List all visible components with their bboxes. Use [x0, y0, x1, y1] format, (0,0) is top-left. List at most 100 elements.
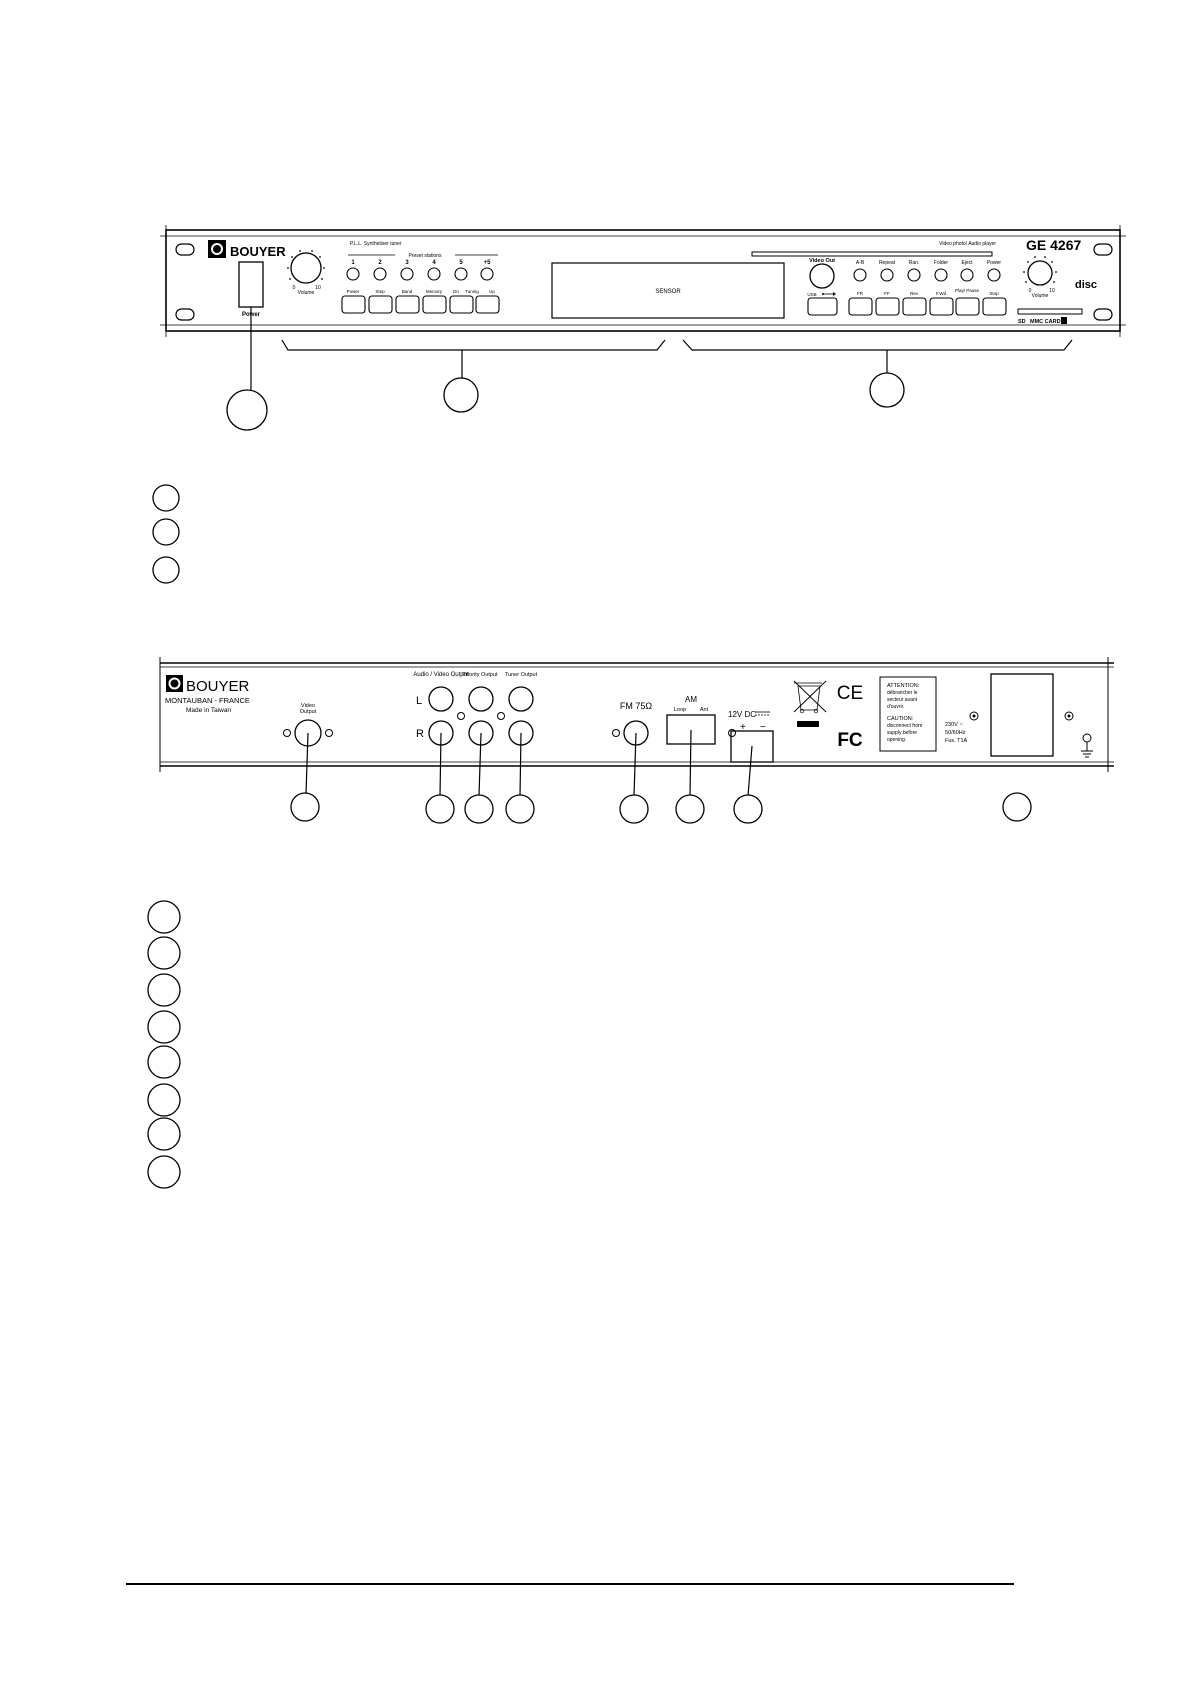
svg-text:Band: Band — [402, 289, 413, 294]
ab-button[interactable] — [853, 268, 867, 282]
player-round-buttons: A-B Repeat Ran. Folder Eject Power — [853, 260, 1002, 282]
power-switch[interactable] — [238, 261, 264, 308]
dc-plus-label: + — [740, 722, 746, 733]
fast-forward-button[interactable] — [875, 297, 900, 316]
front-brand: BOUYER — [230, 244, 286, 259]
svg-text:Memory: Memory — [426, 289, 443, 294]
svg-text:2: 2 — [378, 260, 382, 266]
svg-text:Stop: Stop — [989, 291, 999, 296]
front-callouts — [226, 307, 1073, 431]
svg-text:opening.: opening. — [887, 737, 906, 743]
preset-buttons: 1 2 3 4 5 +5 — [346, 260, 494, 281]
svg-text:F.Wd: F.Wd — [936, 291, 947, 296]
player-title: Video photo/ Audio player — [939, 241, 996, 247]
player-power-button[interactable] — [987, 268, 1001, 282]
tuner-output-left-jack[interactable] — [508, 686, 534, 712]
dc-power-terminal[interactable] — [730, 730, 774, 763]
model-number: GE 4267 — [1026, 237, 1081, 253]
av-output-left-jack[interactable] — [428, 686, 454, 712]
svg-text:supply before: supply before — [887, 730, 917, 736]
preset-button-2[interactable] — [373, 267, 387, 281]
tuner-memory-button[interactable] — [422, 295, 447, 314]
display-window — [551, 262, 785, 319]
callout-circle — [869, 372, 905, 408]
svg-text:FF: FF — [884, 291, 890, 296]
ce-mark: CE — [837, 683, 863, 704]
reverse-button[interactable] — [902, 297, 927, 316]
weee-bin-icon — [793, 680, 827, 727]
priority-output-label: Priority Output — [462, 672, 498, 678]
svg-text:secteur avant: secteur avant — [887, 697, 918, 703]
folder-button[interactable] — [934, 268, 948, 282]
attention-title: ATTENTION: — [887, 683, 920, 689]
svg-text:5: 5 — [459, 260, 463, 266]
mains-frequency: 50/60Hz — [945, 730, 966, 736]
tuner-band-button[interactable] — [395, 295, 420, 314]
stop-button[interactable] — [982, 297, 1007, 316]
fm-label: FM 75Ω — [620, 701, 653, 711]
svg-text:Power: Power — [987, 260, 1002, 266]
fc-mark: FC — [837, 730, 863, 751]
dc-symbol-icon — [755, 711, 770, 716]
tuner-function-buttons: Power Step Band Memory Dn Tuning Up — [341, 289, 500, 314]
tuning-up-button[interactable] — [475, 295, 500, 314]
tuner-output-label: Tuner Output — [505, 672, 538, 678]
disc-slot — [751, 251, 993, 257]
card-slot — [1017, 308, 1083, 315]
tuner-volume-label: Volume — [298, 290, 315, 296]
preset-button-5[interactable] — [454, 267, 468, 281]
tuner-title: P.L.L. Synthetiser tuner — [350, 241, 402, 247]
preset-title: Preset stations — [408, 253, 442, 259]
svg-text:0: 0 — [293, 285, 296, 291]
tuner-step-button[interactable] — [368, 295, 393, 314]
svg-text:Dn: Dn — [453, 289, 459, 294]
rack-slot — [1093, 308, 1113, 321]
random-button[interactable] — [907, 268, 921, 282]
repeat-button[interactable] — [880, 268, 894, 282]
legend-circle — [152, 518, 180, 546]
front-legend — [152, 484, 180, 584]
mains-voltage: 230V ~ — [945, 722, 963, 728]
am-loop-label: Loop — [674, 707, 686, 713]
svg-text:Folder: Folder — [934, 260, 949, 266]
am-label: AM — [685, 695, 697, 704]
left-channel-label: L — [416, 695, 422, 707]
forward-button[interactable] — [929, 297, 954, 316]
callout-circle — [733, 794, 763, 824]
legend-circle — [152, 484, 180, 512]
right-channel-label: R — [416, 728, 424, 740]
preset-button-1[interactable] — [346, 267, 360, 281]
sd-card-icon — [1061, 317, 1067, 324]
callout-circle — [425, 794, 455, 824]
svg-text:FR: FR — [857, 291, 864, 296]
mains-power-inlet[interactable] — [990, 673, 1054, 757]
tuning-down-button[interactable] — [449, 295, 474, 314]
svg-text:A-B: A-B — [856, 260, 865, 266]
player-volume-knob[interactable] — [1027, 260, 1053, 286]
svg-text:4: 4 — [432, 260, 436, 266]
fast-rewind-button[interactable] — [848, 297, 873, 316]
rack-slot — [1093, 243, 1113, 256]
front-panel: BOUYER Power 0 10 Volume P.L.L. Syntheti… — [160, 225, 1126, 337]
svg-text:10: 10 — [315, 285, 321, 291]
svg-text:3: 3 — [405, 260, 409, 266]
disc-logo: disc — [1075, 279, 1097, 291]
svg-text:disconnect from: disconnect from — [887, 723, 922, 729]
priority-output-left-jack[interactable] — [468, 686, 494, 712]
eject-button[interactable] — [960, 268, 974, 282]
bouyer-logo-icon — [208, 240, 226, 258]
preset-button-4[interactable] — [427, 267, 441, 281]
usb-label: USB — [807, 292, 816, 297]
tuner-volume-knob[interactable] — [290, 252, 322, 284]
preset-button-3[interactable] — [400, 267, 414, 281]
usb-port[interactable] — [807, 297, 838, 316]
rear-callouts — [290, 729, 1032, 824]
play-pause-button[interactable] — [955, 297, 980, 316]
front-video-out-jack[interactable] — [809, 263, 835, 289]
tuner-power-button[interactable] — [341, 295, 366, 314]
svg-text:Power: Power — [347, 289, 360, 294]
rear-logo-icon — [166, 675, 183, 692]
sd-label: SD — [1018, 319, 1026, 325]
preset-button-plus5[interactable] — [480, 267, 494, 281]
svg-text:0: 0 — [1029, 288, 1032, 294]
